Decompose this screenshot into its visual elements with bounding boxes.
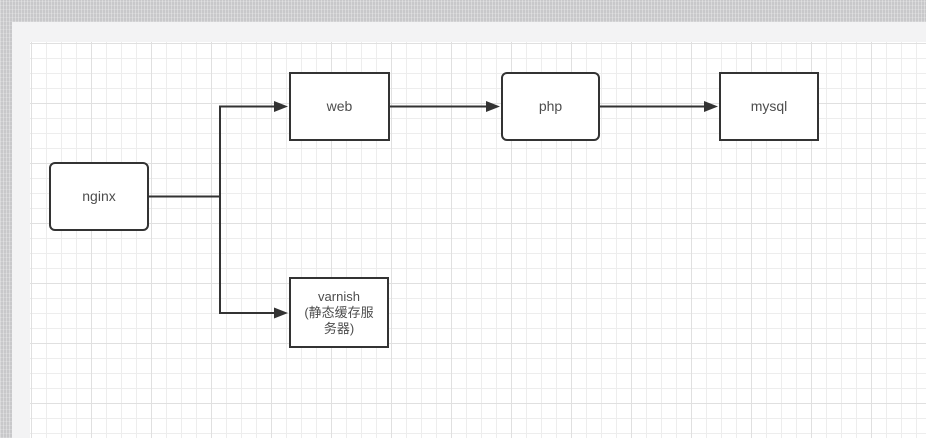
arrowhead-nginx-varnish (274, 307, 288, 319)
node-php-label: php (538, 98, 563, 114)
node-varnish-label-line3: 务器) (323, 320, 355, 336)
node-varnish[interactable]: varnish (静态缓存服 务器) (289, 277, 389, 348)
arrowhead-php-mysql (704, 101, 718, 112)
edge-nginx-web[interactable] (149, 101, 288, 198)
node-varnish-label-line2: (静态缓存服 (304, 304, 374, 320)
node-nginx[interactable]: nginx (49, 162, 149, 231)
edge-nginx-varnish[interactable] (149, 195, 288, 319)
node-nginx-label: nginx (82, 188, 116, 204)
node-mysql-label: mysql (750, 98, 788, 114)
edge-web-php[interactable] (390, 101, 500, 112)
node-web[interactable]: web (289, 72, 390, 141)
arrowhead-web-php (486, 101, 500, 112)
node-mysql[interactable]: mysql (719, 72, 819, 141)
edge-php-mysql[interactable] (600, 101, 718, 112)
node-php[interactable]: php (501, 72, 600, 141)
node-web-label: web (326, 98, 353, 114)
node-varnish-label-line1: varnish (318, 288, 360, 304)
arrowhead-nginx-web (274, 101, 288, 112)
